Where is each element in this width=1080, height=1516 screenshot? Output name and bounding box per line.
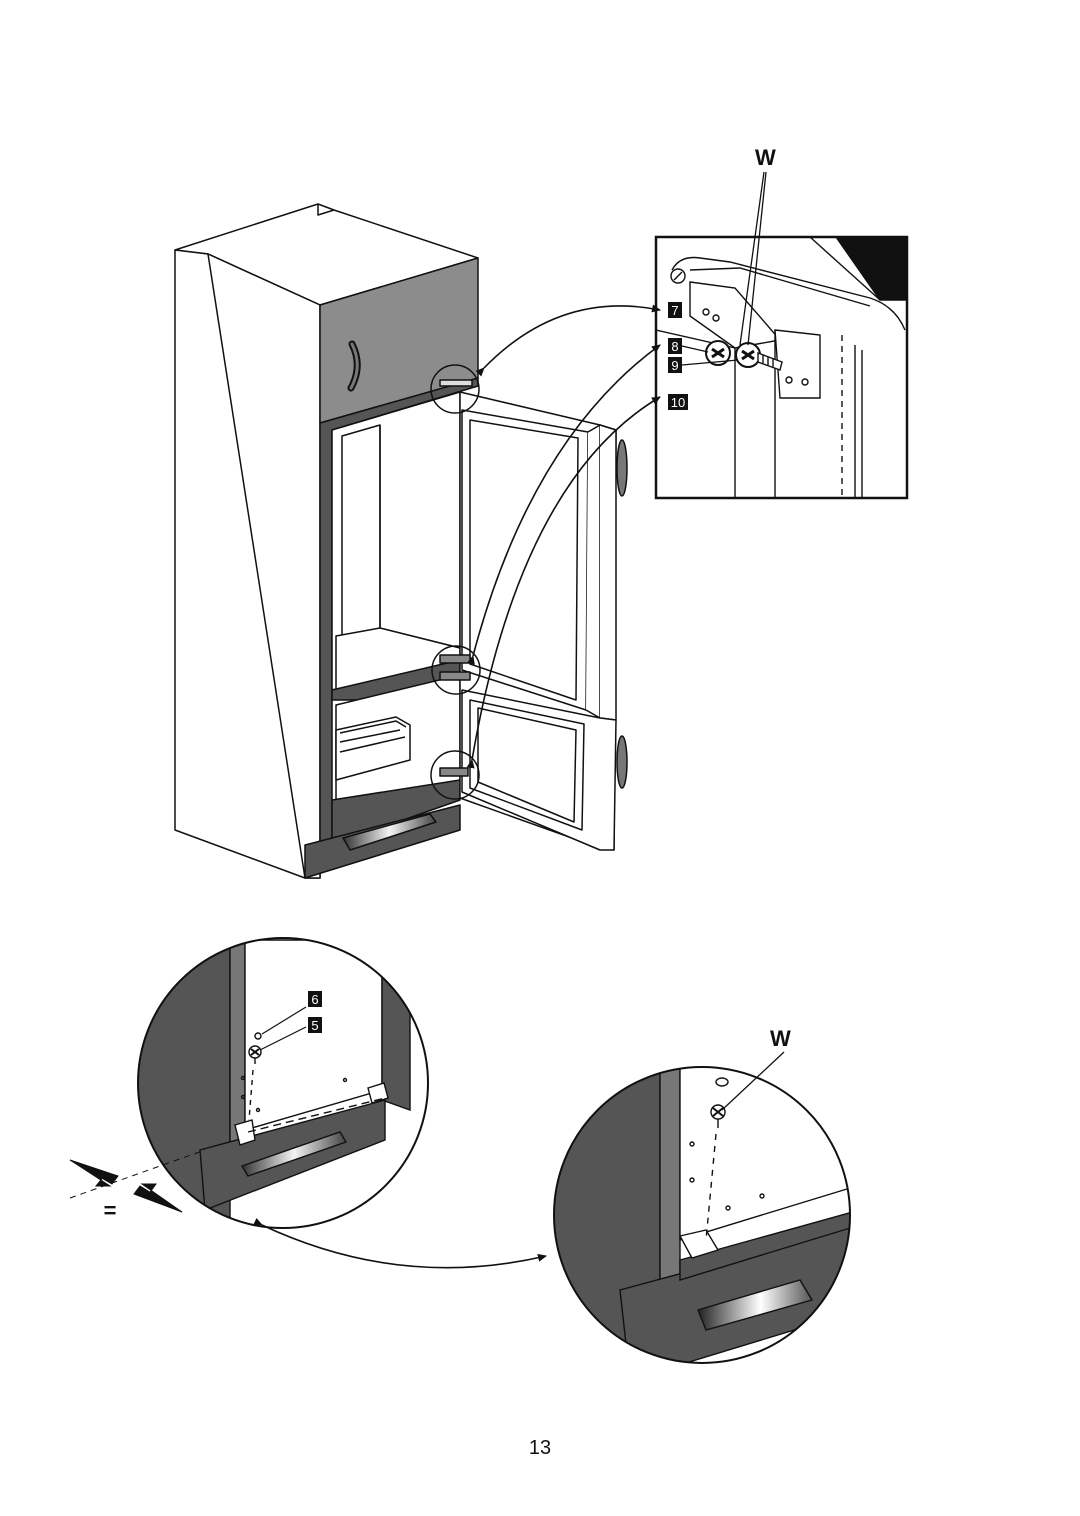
svg-text:5: 5: [311, 1018, 318, 1033]
screw-icon: [735, 342, 783, 371]
screw-icon: [710, 1104, 726, 1128]
callout-10: 10: [668, 394, 688, 410]
bottom-right-detail: W: [553, 1026, 851, 1364]
callout-9: 9: [668, 357, 682, 373]
bottom-left-detail: 6 5: [137, 937, 429, 1229]
svg-text:10: 10: [671, 395, 685, 410]
hinge-detail-box: W 7 8 9 10: [654, 145, 909, 500]
callout-8: 8: [668, 338, 682, 354]
svg-text:6: 6: [311, 992, 318, 1007]
callout-6: 6: [308, 991, 322, 1007]
cabinet-illustration: [174, 203, 628, 879]
screw-icon: [248, 1045, 262, 1064]
svg-text:8: 8: [671, 339, 678, 354]
svg-text:9: 9: [671, 358, 678, 373]
connector-arrows: [466, 304, 661, 769]
page-number: 13: [528, 1437, 552, 1459]
svg-text:7: 7: [671, 303, 678, 318]
callout-7: 7: [668, 302, 682, 318]
equal-spacing-indicator: =: [69, 1149, 206, 1223]
w-label-bottom: W: [770, 1026, 791, 1051]
callout-5: 5: [308, 1017, 322, 1033]
bottom-hinge-circle: [430, 750, 480, 800]
screw-icon: [705, 340, 731, 366]
bottom-connector-arrow: [253, 1217, 547, 1269]
equal-label: =: [104, 1198, 117, 1223]
w-label: W: [755, 145, 776, 170]
